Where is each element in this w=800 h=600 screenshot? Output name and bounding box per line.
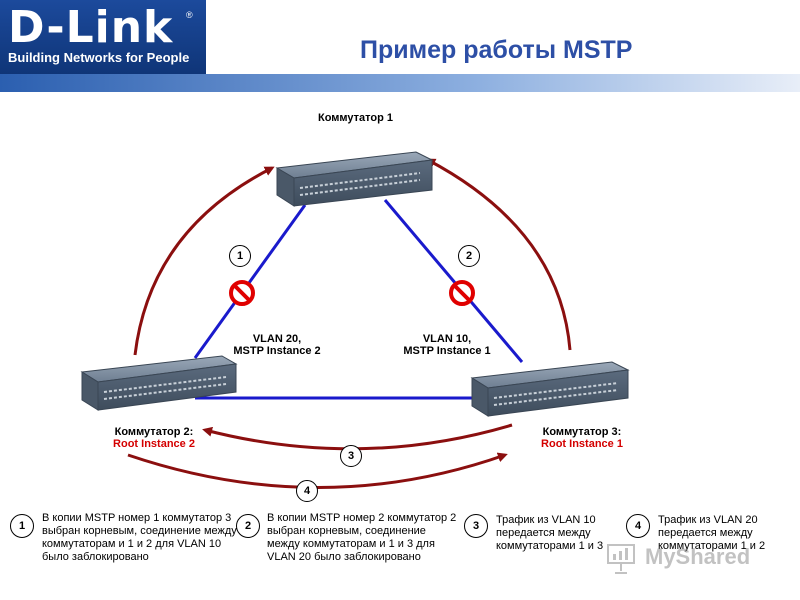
arrow-sw2-to-sw3 bbox=[127, 452, 508, 489]
note-3-badge: 3 bbox=[464, 514, 488, 538]
link-right-vlan: VLAN 10, bbox=[422, 333, 472, 345]
switch-1-icon bbox=[275, 151, 434, 207]
dlink-logo: D-Link ® Building Networks for People bbox=[0, 0, 206, 74]
note-2-text: В копии MSTP номер 2 коммутатор 2 выбран… bbox=[267, 512, 457, 563]
switch-2-root: Root Instance 2 bbox=[113, 438, 195, 450]
arrow-sw3-to-sw1 bbox=[425, 158, 572, 351]
switch-3-root: Root Instance 1 bbox=[541, 438, 623, 450]
note-4-text: Трафик из VLAN 20 передается между комму… bbox=[658, 514, 766, 552]
link-sw1-sw2 bbox=[193, 204, 307, 359]
blocked-icon-left bbox=[229, 280, 255, 306]
note-1-text: В копии MSTP номер 1 коммутатор 3 выбран… bbox=[42, 512, 237, 563]
arrow-sw2-to-sw1 bbox=[133, 166, 275, 356]
link-right-instance: MSTP Instance 1 bbox=[403, 345, 491, 357]
badge-1: 1 bbox=[229, 245, 251, 267]
switch-3-label: Коммутатор 3: Root Instance 1 bbox=[536, 426, 628, 450]
switch-2-icon bbox=[80, 355, 238, 411]
switch-1-label: Коммутатор 1 bbox=[318, 112, 394, 124]
arrow-sw3-to-sw2 bbox=[202, 423, 513, 451]
note-1-badge: 1 bbox=[10, 514, 34, 538]
note-3-text: Трафик из VLAN 10 передается между комму… bbox=[496, 514, 604, 552]
link-left-label: VLAN 20, MSTP Instance 2 bbox=[222, 333, 332, 357]
logo-tagline: Building Networks for People bbox=[8, 50, 190, 65]
blocked-icon-right bbox=[449, 280, 475, 306]
presentation-icon bbox=[607, 544, 635, 574]
watermark-text: MyShared bbox=[645, 544, 751, 569]
badge-4: 4 bbox=[296, 480, 318, 502]
note-4-badge: 4 bbox=[626, 514, 650, 538]
switch-2-name: Коммутатор 2: bbox=[114, 426, 194, 438]
switch-3-name: Коммутатор 3: bbox=[542, 426, 622, 438]
watermark: MyShared bbox=[605, 540, 775, 576]
registered-mark: ® bbox=[186, 10, 193, 20]
note-2-badge: 2 bbox=[236, 514, 260, 538]
switch-2-label: Коммутатор 2: Root Instance 2 bbox=[108, 426, 200, 450]
switch-3-icon bbox=[470, 361, 630, 417]
link-left-instance: MSTP Instance 2 bbox=[233, 345, 321, 357]
badge-2: 2 bbox=[458, 245, 480, 267]
logo-text: D-Link bbox=[8, 2, 174, 53]
link-right-label: VLAN 10, MSTP Instance 1 bbox=[392, 333, 502, 357]
badge-3: 3 bbox=[340, 445, 362, 467]
page-title: Пример работы MSTP bbox=[360, 36, 633, 64]
header-band bbox=[0, 74, 800, 92]
link-sw1-sw3 bbox=[383, 199, 524, 363]
link-left-vlan: VLAN 20, bbox=[252, 333, 302, 345]
header: D-Link ® Building Networks for People Пр… bbox=[0, 0, 800, 92]
